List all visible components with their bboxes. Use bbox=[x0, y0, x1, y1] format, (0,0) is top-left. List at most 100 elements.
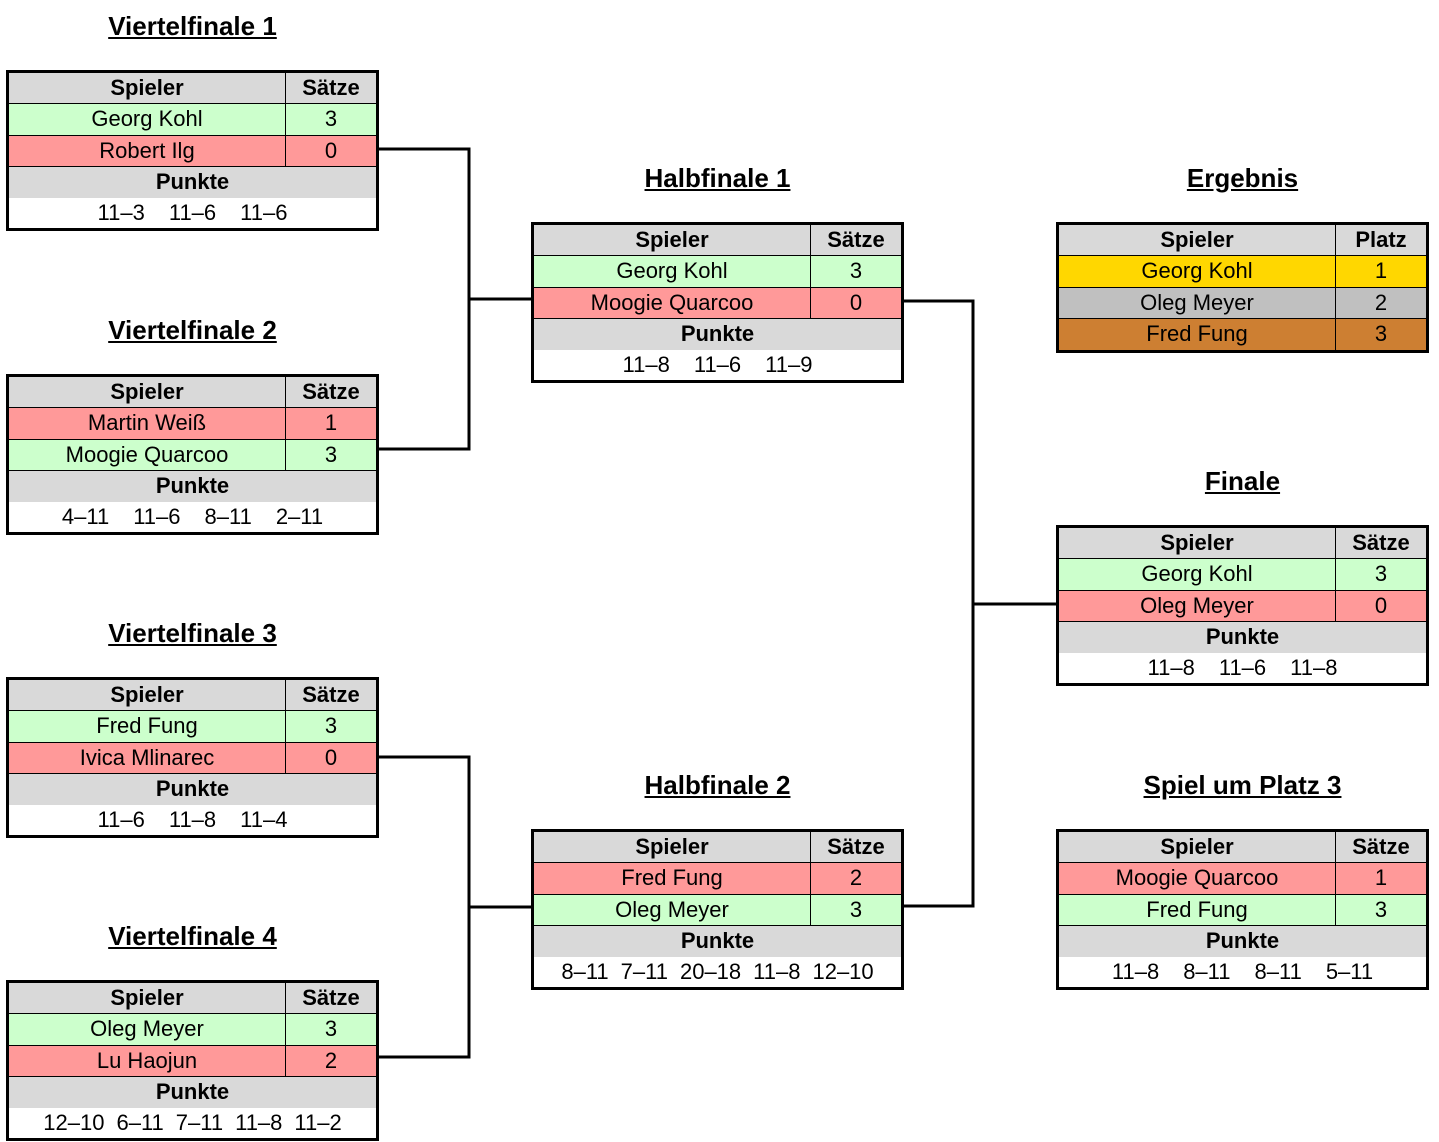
player-1: Martin Weiß bbox=[9, 408, 286, 439]
set-score: 2–11 bbox=[275, 503, 324, 529]
set-score: 11–6 bbox=[97, 806, 145, 832]
sets-1: 2 bbox=[849, 865, 863, 891]
title-result: Ergebnis bbox=[1186, 163, 1299, 193]
set-score: 11–6 bbox=[133, 503, 181, 529]
player-2: Ivica Mlinarec bbox=[9, 742, 286, 774]
sets-1: 3 bbox=[849, 258, 863, 284]
set-score: 11–8 bbox=[1290, 654, 1338, 680]
title-vf2: Viertelfinale 2 bbox=[108, 315, 277, 345]
result-player: Georg Kohl bbox=[1059, 256, 1336, 287]
connector-hf2-final bbox=[903, 604, 975, 908]
match-final: Spieler Sätze Georg Kohl 3 Oleg Meyer 0 Pun… bbox=[1056, 525, 1429, 686]
header-player: Spieler bbox=[9, 377, 286, 408]
set-score: 11–6 bbox=[693, 351, 742, 377]
title-vf3: Viertelfinale 3 bbox=[108, 618, 277, 648]
set-score: 8–11 bbox=[204, 503, 252, 529]
title-hf2: Halbfinale 2 bbox=[644, 770, 791, 800]
set-score: 4–11 bbox=[61, 503, 110, 529]
header-player: Spieler bbox=[1059, 832, 1336, 863]
header-player: Spieler bbox=[9, 983, 286, 1014]
player-2: Oleg Meyer bbox=[534, 894, 811, 926]
header-sets: Sätze bbox=[302, 985, 360, 1010]
sets-1: 1 bbox=[1374, 865, 1388, 891]
header-sets: Sätze bbox=[827, 834, 885, 859]
header-sets: Sätze bbox=[1352, 530, 1410, 555]
sets-1: 1 bbox=[324, 410, 338, 436]
player-1: Fred Fung bbox=[534, 863, 811, 894]
sets-1: 3 bbox=[1374, 561, 1388, 587]
player-1: Georg Kohl bbox=[534, 256, 811, 287]
result-player: Oleg Meyer bbox=[1059, 287, 1336, 319]
header-player: Spieler bbox=[9, 73, 286, 104]
set-score: 11–4 bbox=[240, 806, 288, 832]
header-player: Spieler bbox=[534, 832, 811, 863]
set-score: 8–11 bbox=[1183, 958, 1231, 984]
player-1: Moogie Quarcoo bbox=[1059, 863, 1336, 894]
connector-vf1-hf1 bbox=[379, 147, 531, 301]
header-points: Punkte bbox=[1205, 624, 1280, 650]
set-score: 20–18 bbox=[679, 958, 742, 984]
match-vf2: Spieler Sätze Martin Weiß 1 Moogie Quarcoo… bbox=[6, 374, 379, 535]
header-player: Spieler bbox=[1059, 528, 1336, 559]
header-player: Spieler bbox=[1059, 225, 1336, 256]
result-place: 3 bbox=[1374, 321, 1388, 347]
header-sets: Sätze bbox=[302, 682, 360, 707]
player-1: Georg Kohl bbox=[9, 104, 286, 135]
sets-2: 2 bbox=[324, 1047, 338, 1073]
header-player: Spieler bbox=[9, 680, 286, 711]
title-hf1: Halbfinale 1 bbox=[644, 163, 791, 193]
set-score: 11–8 bbox=[1147, 654, 1195, 680]
player-2: Oleg Meyer bbox=[1059, 590, 1336, 622]
player-2: Fred Fung bbox=[1059, 894, 1336, 926]
set-score: 11–2 bbox=[294, 1109, 342, 1135]
title-vf4: Viertelfinale 4 bbox=[108, 921, 277, 951]
header-points: Punkte bbox=[680, 321, 755, 347]
set-score: 8–11 bbox=[1254, 958, 1302, 984]
sets-2: 0 bbox=[324, 744, 338, 770]
header-sets: Sätze bbox=[827, 227, 885, 252]
set-score: 11–8 bbox=[1111, 958, 1160, 984]
set-scores: 11–3 11–6 11–6 bbox=[9, 198, 376, 228]
player-2: Moogie Quarcoo bbox=[9, 439, 286, 471]
header-sets: Sätze bbox=[302, 75, 360, 100]
set-score: 7–11 bbox=[175, 1109, 224, 1135]
sets-1: 3 bbox=[324, 713, 338, 739]
title-final: Finale bbox=[1204, 466, 1281, 496]
header-points: Punkte bbox=[155, 776, 230, 802]
sets-1: 3 bbox=[324, 1016, 338, 1042]
set-score: 12–10 bbox=[812, 958, 874, 984]
set-score: 11–6 bbox=[240, 199, 288, 225]
set-score: 11–9 bbox=[765, 351, 813, 377]
set-score: 11–6 bbox=[168, 199, 217, 225]
connector-vf2-hf1 bbox=[379, 299, 471, 451]
player-1: Georg Kohl bbox=[1059, 559, 1336, 590]
header-points: Punkte bbox=[155, 473, 230, 499]
set-score: 12–10 bbox=[43, 1109, 105, 1135]
player-2: Moogie Quarcoo bbox=[534, 287, 811, 319]
header-sets: Sätze bbox=[302, 379, 360, 404]
set-score: 8–11 bbox=[561, 958, 609, 984]
sets-2: 0 bbox=[849, 289, 863, 315]
player-2: Lu Haojun bbox=[9, 1045, 286, 1077]
sets-2: 3 bbox=[849, 896, 863, 922]
connector-vf3-hf2 bbox=[379, 755, 531, 909]
set-score: 7–11 bbox=[620, 958, 668, 984]
player-1: Oleg Meyer bbox=[9, 1014, 286, 1045]
set-score: 11–8 bbox=[753, 958, 801, 984]
sets-2: 0 bbox=[1374, 592, 1388, 618]
set-scores: 8–11 7–11 20–18 11–8 12–10 bbox=[534, 957, 901, 987]
set-score: 11–3 bbox=[97, 199, 145, 225]
connector-vf4-hf2 bbox=[379, 907, 471, 1059]
